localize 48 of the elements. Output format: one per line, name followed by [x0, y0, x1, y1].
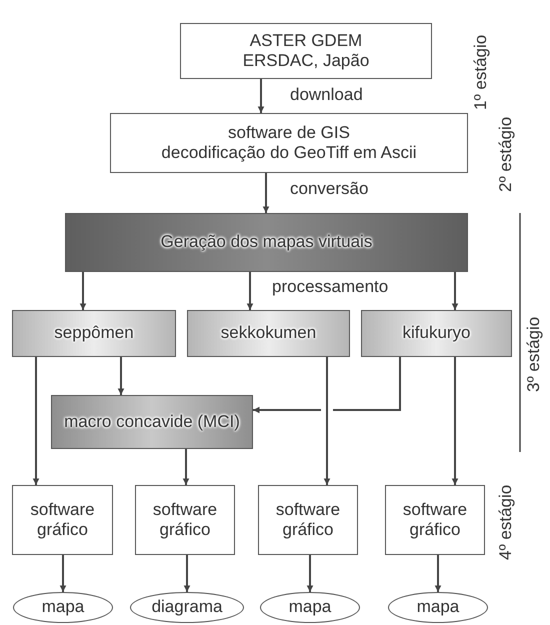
- node-text: decodificação do GeoTiff em Ascii: [161, 143, 417, 164]
- arrow: [182, 449, 190, 485]
- process-box: [65, 213, 468, 272]
- process-box: [361, 310, 512, 357]
- node-text: kifukuryo: [402, 323, 471, 344]
- arrow: [452, 357, 458, 485]
- arrow: [246, 272, 254, 310]
- node-text: sekkokumen: [220, 323, 316, 344]
- arrow: [324, 357, 330, 485]
- node-text: ERSDAC, Japão: [242, 51, 370, 72]
- arrow: [184, 555, 190, 592]
- process-box: [258, 485, 358, 555]
- process-box: [187, 310, 350, 357]
- node-text: macro concavide (MCI): [64, 412, 240, 432]
- arrow: [80, 272, 86, 310]
- node-text: software de GIS: [228, 122, 350, 143]
- arrow: [306, 555, 314, 592]
- arrow: [434, 555, 442, 592]
- process-box: [12, 310, 176, 357]
- process-box: [385, 485, 485, 555]
- stage-label: 2º estágio: [497, 116, 514, 192]
- stage-label: 3º estágio: [525, 316, 542, 392]
- node-text: Geração dos mapas virtuais: [160, 232, 372, 253]
- process-box: [110, 113, 468, 173]
- arrow: [253, 357, 401, 414]
- node-text: mapa: [42, 597, 84, 618]
- node-text: ASTER GDEM: [250, 30, 362, 51]
- arrow: [452, 272, 458, 310]
- arrow: [258, 79, 264, 113]
- node-text: seppômen: [54, 323, 134, 344]
- node-text: software gráfico: [274, 500, 342, 540]
- edge-label: processamento: [272, 278, 388, 297]
- node-text: software gráfico: [402, 500, 468, 540]
- process-box: [12, 485, 113, 555]
- arrow: [60, 555, 66, 592]
- stage-label: 4º estágio: [497, 484, 514, 560]
- stage-label: 1º estágio: [472, 34, 489, 110]
- process-box: [180, 23, 432, 79]
- node-text: software gráfico: [152, 500, 218, 540]
- node-text: mapa: [416, 597, 460, 618]
- node-text: software gráfico: [29, 500, 96, 540]
- node-text: diagrama: [152, 597, 222, 618]
- process-box: [135, 485, 235, 555]
- arrow: [118, 357, 124, 395]
- arrow: [32, 357, 40, 485]
- node-text: mapa: [288, 597, 332, 618]
- process-box: [51, 395, 253, 449]
- arrow: [262, 173, 270, 213]
